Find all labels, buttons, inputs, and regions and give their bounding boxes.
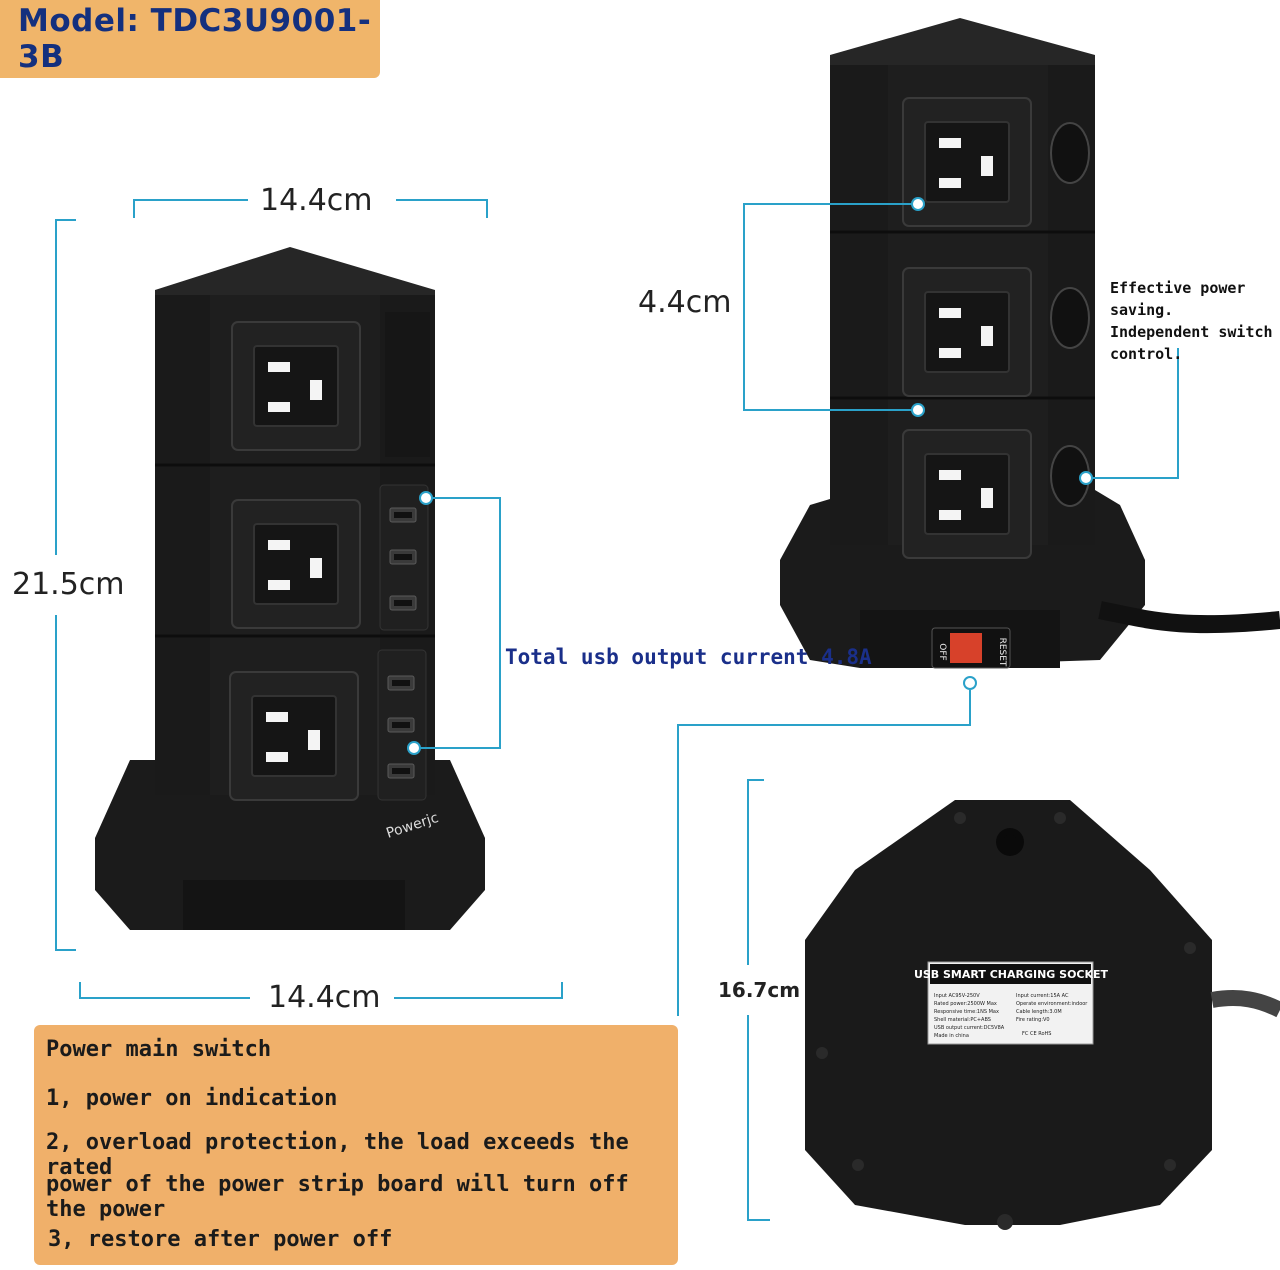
label-specs: Input AC95V-250V Rated power:2500W Max R… [934, 993, 1088, 1039]
info-line-1: 1, power on indication [46, 1086, 338, 1111]
callout-dots [407, 197, 1093, 755]
label-title: USB SMART CHARGING SOCKET [914, 968, 1109, 981]
top-width-label: 14.4cm [260, 183, 373, 218]
outlet-spacing-label: 4.4cm [638, 285, 732, 320]
label-spec: Made in china [934, 1033, 969, 1039]
label-spec: Shell material:PC+ABS [934, 1017, 991, 1023]
label-spec: Responsive time:1NS Max [934, 1009, 999, 1015]
bottom-width-label: 14.4cm [268, 980, 381, 1015]
label-spec: USB output current:DC5V8A [934, 1025, 1005, 1031]
switch-callout: Effective power saving. Independent swit… [1110, 277, 1280, 365]
label-spec: Fire rating:V0 [1016, 1017, 1050, 1023]
model-text: Model: TDC3U9001-3B [18, 3, 372, 75]
usb-output-callout: Total usb output current 4.8A [505, 645, 872, 669]
label-spec: FC CE RoHS [1022, 1031, 1051, 1037]
base-bottom-view [805, 800, 1280, 1230]
main-switch-reset-label: RESET [997, 638, 1007, 667]
label-spec: Input AC95V-250V [934, 993, 980, 999]
label-spec: Cable length:3.0M [1016, 1009, 1062, 1015]
info-title: Power main switch [46, 1037, 272, 1062]
info-line-2: 2, overload protection, the load exceeds… [46, 1130, 629, 1180]
label-spec: Operate environment:indoor [1016, 1001, 1088, 1007]
info-line-3: power of the power strip board will turn… [46, 1172, 629, 1222]
switch-callout-line: control. [1110, 345, 1183, 363]
main-switch-off-label: OFF [937, 643, 947, 660]
switch-callout-line: Independent switch [1110, 323, 1273, 341]
left-tower [95, 247, 485, 930]
label-spec: Input current:15A AC [1016, 993, 1069, 999]
model-badge: Model: TDC3U9001-3B [0, 0, 380, 78]
switch-callout-line: Effective power saving. [1110, 279, 1246, 319]
right-tower [780, 18, 1280, 669]
height-label: 21.5cm [12, 567, 125, 602]
info-line-4: 3, restore after power off [48, 1227, 393, 1252]
base-depth-label: 16.7cm [718, 978, 801, 1002]
main-switch-info-box: Power main switch 1, power on indication… [34, 1025, 678, 1265]
dimension-lines [55, 199, 1179, 1221]
label-spec: Rated power:2500W Max [934, 1001, 997, 1007]
